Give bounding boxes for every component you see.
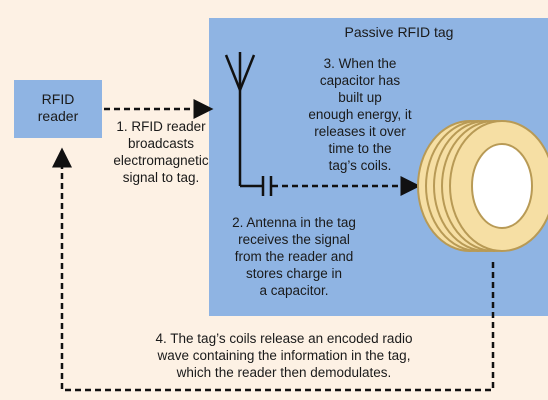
tag-title: Passive RFID tag (344, 24, 454, 40)
step-2-text: 2. Antenna in the tag receives the signa… (232, 215, 356, 298)
capacitor-icon (261, 176, 273, 196)
step-1-text: 1. RFID reader broadcasts electromagneti… (113, 119, 209, 185)
coil-icon (417, 120, 548, 252)
return-signal-arrow (52, 147, 495, 392)
rfid-reader-box (14, 80, 102, 138)
antenna-icon (224, 52, 262, 188)
step-3-text: 3. When the capacitor has built up enoug… (308, 56, 412, 173)
reader-label: RFID reader (37, 91, 79, 124)
step-4-text: 4. The tag’s coils release an encoded ra… (155, 331, 413, 380)
